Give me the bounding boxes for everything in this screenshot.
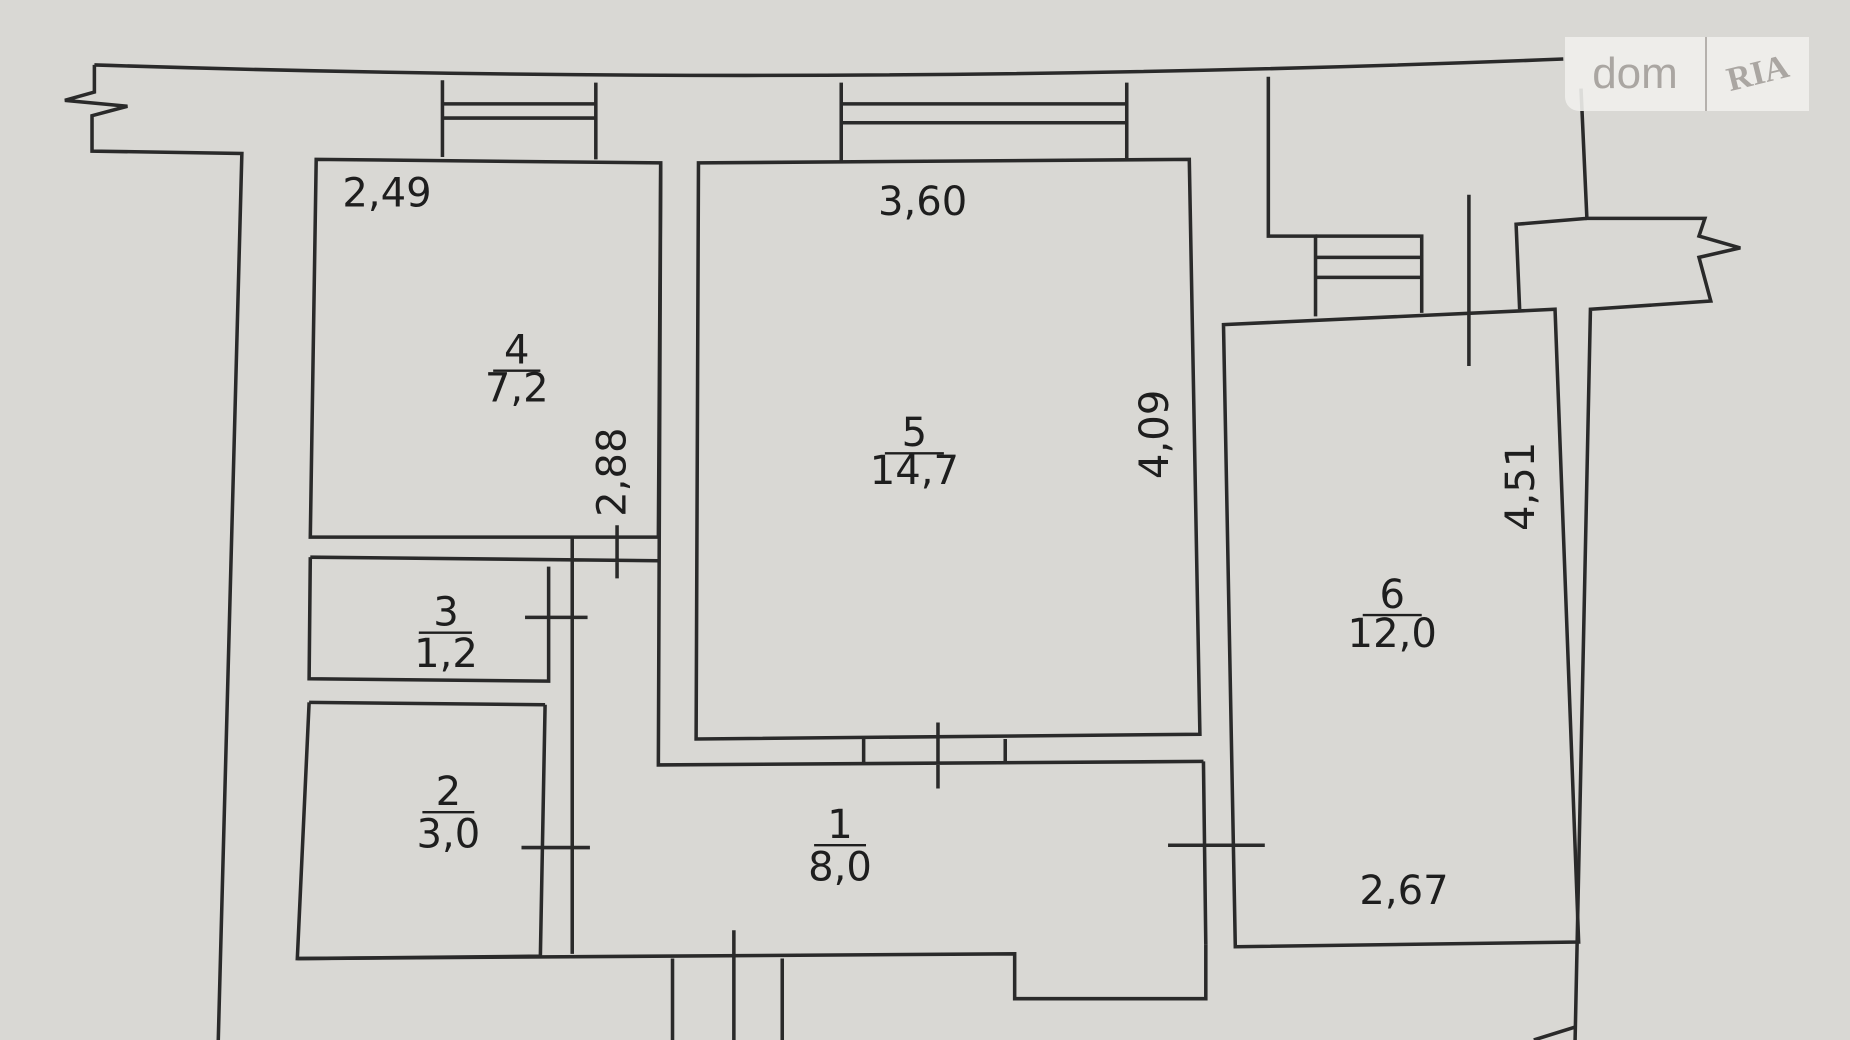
dim-room5-length: 4,09 [1132,390,1178,479]
room-3-area: 1,2 [414,631,478,677]
room-6-area: 12,0 [1348,611,1437,657]
walls [64,57,1741,1040]
room-1-area: 8,0 [808,845,872,891]
room-4-area: 7,2 [485,365,549,411]
room-1-number: 1 [827,802,853,848]
room-5-number: 5 [902,410,928,456]
logo-dom-text: dom [1565,37,1707,111]
room-2-area: 3,0 [416,812,480,858]
dim-room6-length: 4,51 [1498,442,1544,531]
room-4-number: 4 [504,328,530,374]
room-3-number: 3 [433,590,459,636]
dim-room4-width: 2,49 [342,171,431,217]
dim-room6-width: 2,67 [1359,868,1448,914]
dim-room4-length: 2,88 [589,428,635,517]
room-6-number: 6 [1379,572,1405,618]
room-5-area: 14,7 [870,448,959,494]
domria-watermark-logo: dom RIA [1565,37,1809,111]
dim-room5-width: 3,60 [878,179,967,225]
logo-ria-text: RIA [1723,48,1793,100]
room-2-number: 2 [436,769,462,815]
dimension-labels: 2,49 3,60 2,67 2,88 4,09 4,51 [342,171,1543,915]
room-labels: 4 7,2 5 14,7 6 12,0 3 1,2 2 3,0 1 8,0 [414,328,1437,891]
